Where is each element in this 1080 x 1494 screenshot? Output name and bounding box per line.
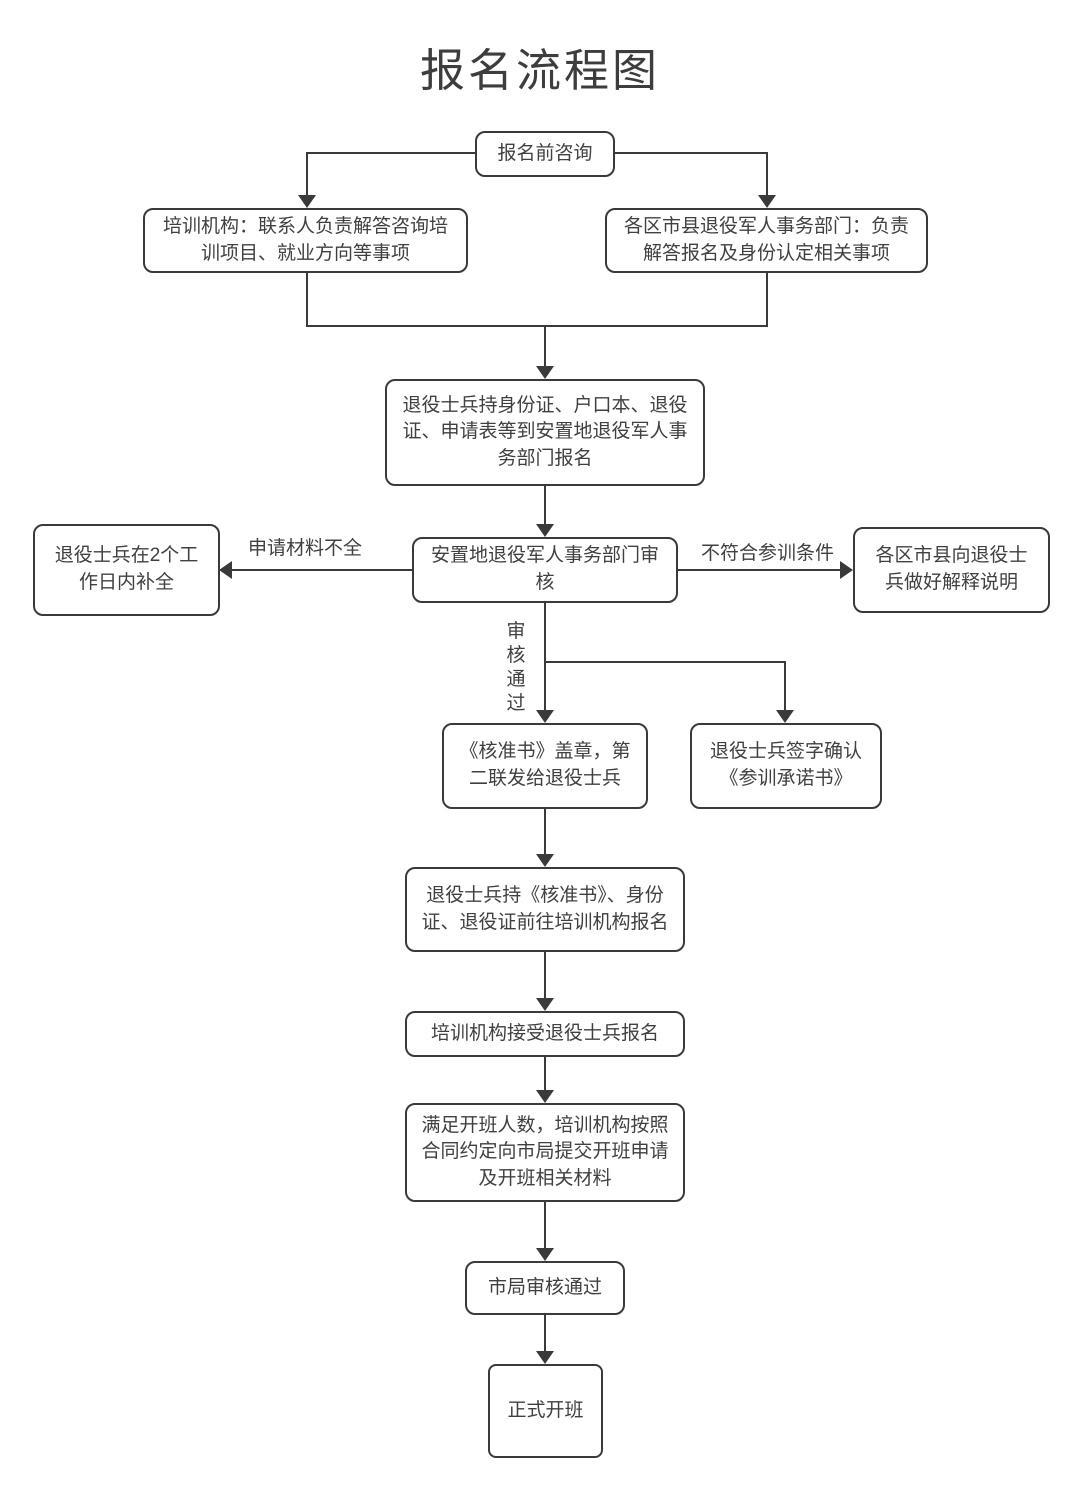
connector-line bbox=[544, 325, 546, 367]
connector-line bbox=[544, 603, 546, 711]
arrow-down-icon bbox=[298, 195, 316, 208]
page-title: 报名流程图 bbox=[419, 45, 660, 96]
connector-line bbox=[544, 809, 546, 855]
edge-label-not-eligible: 不符合参训条件 bbox=[700, 543, 834, 564]
arrow-down-icon bbox=[758, 195, 776, 208]
arrow-down-icon bbox=[536, 524, 554, 537]
connector-line bbox=[544, 952, 546, 999]
arrow-down-icon bbox=[776, 710, 794, 723]
flow-node-sign-commitment: 退役士兵签字确认《参训承诺书》 bbox=[690, 723, 882, 809]
connector-line bbox=[544, 661, 786, 663]
arrow-down-icon bbox=[536, 1248, 554, 1261]
flow-node-district-dept-consult: 各区市县退役军人事务部门：负责解答报名及身份认定相关事项 bbox=[605, 208, 928, 273]
arrow-left-icon bbox=[219, 561, 232, 579]
flow-node-org-accept-registration: 培训机构接受退役士兵报名 bbox=[405, 1011, 685, 1057]
arrow-down-icon bbox=[536, 710, 554, 723]
connector-line bbox=[544, 1315, 546, 1352]
flow-node-explain-to-veteran: 各区市县向退役士兵做好解释说明 bbox=[853, 527, 1050, 613]
connector-line bbox=[544, 486, 546, 526]
arrow-down-icon bbox=[536, 854, 554, 867]
flow-node-supplement-materials: 退役士兵在2个工作日内补全 bbox=[33, 524, 220, 616]
arrow-down-icon bbox=[536, 1351, 554, 1364]
flow-node-pre-registration-consult: 报名前咨询 bbox=[475, 131, 615, 177]
flow-node-bureau-approval: 市局审核通过 bbox=[465, 1261, 625, 1315]
arrow-down-icon bbox=[536, 1090, 554, 1103]
flow-node-dept-review: 安置地退役军人事务部门审核 bbox=[412, 537, 678, 603]
flow-node-stamp-approval: 《核准书》盖章，第二联发给退役士兵 bbox=[442, 723, 648, 809]
connector-line bbox=[784, 661, 786, 711]
connector-line bbox=[306, 273, 308, 327]
connector-line bbox=[615, 152, 767, 154]
connector-line bbox=[544, 1057, 546, 1091]
flow-node-class-start: 正式开班 bbox=[488, 1364, 603, 1458]
connector-line bbox=[306, 325, 768, 327]
flow-node-register-at-training-org: 退役士兵持《核准书》、身份证、退役证前往培训机构报名 bbox=[405, 867, 685, 952]
connector-line bbox=[544, 1202, 546, 1249]
connector-line bbox=[306, 152, 308, 196]
flow-node-class-application: 满足开班人数，培训机构按照合同约定向市局提交开班申请及开班相关材料 bbox=[405, 1103, 685, 1202]
connector-line bbox=[766, 273, 768, 327]
edge-label-review-approved: 审核通过 bbox=[506, 621, 526, 714]
connector-line bbox=[766, 152, 768, 196]
connector-line bbox=[678, 569, 841, 571]
arrow-right-icon bbox=[840, 561, 853, 579]
flow-node-training-org-consult: 培训机构：联系人负责解答咨询培训项目、就业方向等事项 bbox=[143, 208, 468, 273]
connector-line bbox=[307, 152, 475, 154]
arrow-down-icon bbox=[536, 366, 554, 379]
edge-label-incomplete-materials: 申请材料不全 bbox=[247, 538, 362, 559]
connector-line bbox=[232, 569, 412, 571]
flow-node-submit-documents: 退役士兵持身份证、户口本、退役证、申请表等到安置地退役军人事务部门报名 bbox=[385, 379, 705, 486]
arrow-down-icon bbox=[536, 998, 554, 1011]
